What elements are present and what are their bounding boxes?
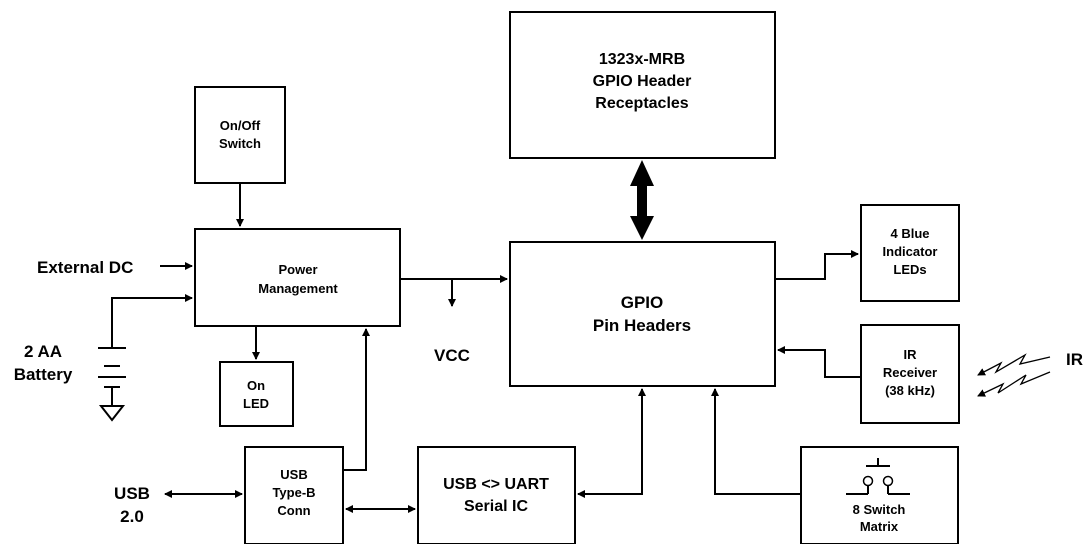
- vcc-label: VCC: [434, 346, 470, 365]
- switch-matrix-block: 8 Switch Matrix: [800, 446, 959, 544]
- switch-line-1: On/Off: [220, 118, 261, 133]
- battery-to-power-arrow: [111, 294, 193, 348]
- usb-label-1: USB: [114, 484, 150, 503]
- ground-icon: [98, 405, 126, 422]
- leds-line-1: 4 Blue: [890, 226, 929, 241]
- onled-line-2: LED: [243, 396, 269, 411]
- ir-line-3: (38 kHz): [885, 383, 935, 398]
- mrb-line-1: 1323x-MRB: [599, 51, 685, 68]
- ir-receiver-block: IR Receiver (38 kHz): [860, 324, 960, 424]
- external-dc-label: External DC: [37, 258, 133, 277]
- gpio-line-2: Pin Headers: [593, 316, 691, 335]
- on-off-switch-block: On/Off Switch: [194, 86, 286, 184]
- gpio-pin-headers-block: GPIO Pin Headers: [509, 241, 776, 387]
- blue-leds-block: 4 Blue Indicator LEDs: [860, 204, 960, 302]
- onled-line-1: On: [247, 378, 265, 393]
- uart-line-1: USB <> UART: [443, 476, 549, 493]
- power-management-block: Power Management: [194, 228, 401, 327]
- mrb-gpio-bus-arrow: [630, 160, 654, 240]
- switch-line-2: Switch: [219, 136, 261, 151]
- battery-icon: [98, 347, 126, 406]
- gpio-to-leds-arrow: [775, 250, 859, 280]
- matrix-line-1: 8 Switch: [853, 502, 906, 517]
- usbconn-line-2: Type-B: [272, 485, 315, 500]
- matrix-line-2: Matrix: [860, 519, 899, 534]
- gpio-line-1: GPIO: [621, 293, 664, 312]
- ir-label: IR: [1066, 350, 1083, 369]
- mrb-block: 1323x-MRB GPIO Header Receptacles: [509, 11, 776, 159]
- usbconn-line-3: Conn: [277, 503, 310, 518]
- power-line-2: Management: [258, 281, 338, 296]
- ir-to-gpio-arrow: [777, 346, 861, 378]
- uart-gpio-arrow: [577, 388, 646, 498]
- mrb-line-3: Receptacles: [595, 95, 688, 112]
- uart-line-2: Serial IC: [464, 498, 528, 515]
- ir-line-1: IR: [904, 347, 918, 362]
- matrix-to-gpio-arrow: [711, 388, 801, 495]
- ir-line-2: Receiver: [883, 365, 937, 380]
- usbconn-line-1: USB: [280, 467, 307, 482]
- battery-label-1: 2 AA: [24, 342, 62, 361]
- power-line-1: Power: [278, 262, 317, 277]
- usbconn-to-power-arrow: [343, 328, 370, 471]
- mrb-line-2: GPIO Header: [593, 73, 692, 90]
- leds-line-2: Indicator: [883, 244, 938, 259]
- leds-line-3: LEDs: [893, 262, 926, 277]
- usb-type-b-conn-block: USB Type-B Conn: [244, 446, 344, 544]
- battery-label-2: Battery: [14, 365, 73, 384]
- push-button-icon: [846, 458, 910, 495]
- usb-uart-serial-ic-block: USB <> UART Serial IC: [417, 446, 576, 544]
- ir-signal-icon: [977, 353, 1051, 397]
- usb-label-2: 2.0: [120, 507, 144, 526]
- on-led-block: On LED: [219, 361, 294, 427]
